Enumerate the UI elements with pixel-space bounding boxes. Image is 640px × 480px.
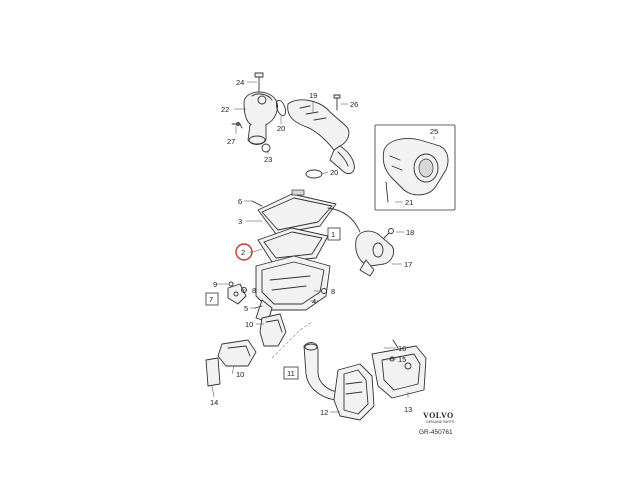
label-2: 2 [241,248,245,257]
label-box-7 [205,292,219,306]
label-10-lower: 10 [236,370,244,379]
label-16: 16 [398,344,406,353]
clamp-20-lower [305,169,323,179]
label-10-upper: 10 [245,320,253,329]
label-23: 23 [264,155,272,164]
label-1: 1 [331,230,335,239]
filter-cover-3 [257,189,337,235]
label-25: 25 [430,127,438,136]
label-20-lower: 20 [330,168,338,177]
baffle-14 [205,357,221,387]
housing-lower-4 [255,255,331,323]
label-18: 18 [406,228,414,237]
grommet-8a [241,287,247,293]
label-8-left: 8 [252,286,256,295]
bracket-13 [371,345,427,399]
label-20-upper: 20 [277,124,285,133]
highlight-circle [235,243,253,261]
air-filter-element-2 [257,227,329,263]
logo-tagline: GENUINE PARTS [426,420,455,424]
clip-5 [254,305,263,309]
label-3: 3 [238,217,242,226]
turbo-inlet-pipe [243,91,278,145]
hose-11 [303,342,341,401]
clip-27 [231,122,243,129]
inlet-duct-10-upper [259,313,287,347]
label-19: 19 [309,91,317,100]
label-24: 24 [236,78,244,87]
throttle-inset-box [374,124,456,211]
bolt-9 [228,281,234,287]
label-26: 26 [350,100,358,109]
label-22: 22 [221,105,229,114]
connector-hose-1 [327,207,395,267]
label-8-right: 8 [331,287,335,296]
clamp-20-upper [275,99,287,117]
label-17: 17 [404,260,412,269]
bolt-24 [254,72,264,93]
inlet-duct-10-lower [217,339,257,367]
resonator-12 [333,363,375,421]
bracket-7 [227,283,247,305]
label-11: 11 [287,369,295,378]
label-13: 13 [404,405,412,414]
leader-lines [211,81,435,413]
sensor-17 [359,259,375,277]
intake-hose-19 [287,99,355,175]
label-7: 7 [209,295,213,304]
oring-23 [261,143,271,153]
label-21: 21 [405,198,413,207]
screw-6 [251,200,263,207]
label-9: 9 [213,280,217,289]
label-6: 6 [238,197,242,206]
logo-text: VOLVO [423,411,454,420]
reference-number: GR-450761 [419,429,453,436]
label-box-11 [283,366,299,380]
label-15: 15 [398,355,406,364]
volvo-logo: VOLVO GENUINE PARTS [423,411,455,424]
label-27: 27 [227,137,235,146]
screw-16 [392,339,399,349]
label-5: 5 [244,304,248,313]
label-12: 12 [320,408,328,417]
label-4: 4 [312,297,316,306]
bolt-26 [333,94,341,111]
screw-18 [383,228,394,239]
label-14: 14 [210,398,218,407]
label-box-1 [327,227,341,241]
